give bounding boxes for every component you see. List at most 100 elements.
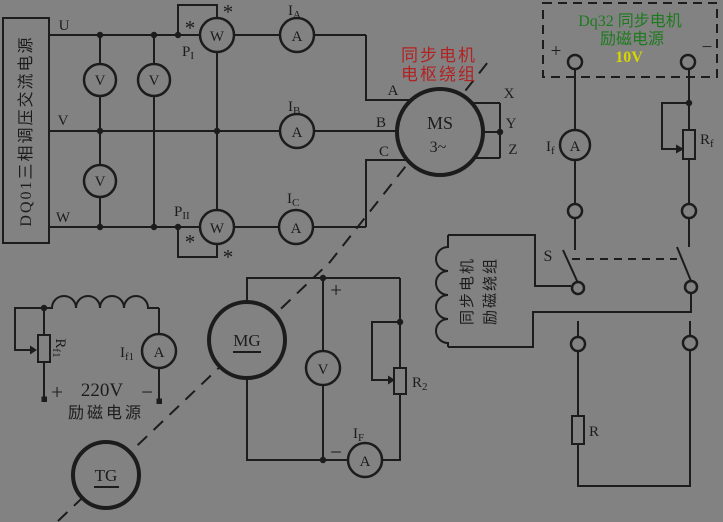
ms-machine: MS 3~ [395,87,485,177]
terminal-x-label: X [504,86,515,102]
rf1-arrow-icon [30,345,37,355]
ac-source-label: DQ01三相调压交流电源 [17,35,35,226]
dc220-plus-terminal [41,396,47,402]
tg-machine: TG [71,440,141,510]
ac-source-box: DQ01三相调压交流电源 [2,17,50,244]
ammeter-letter: A [291,221,302,237]
terminal-a-label: A [388,83,399,99]
right-branch-terminal [680,202,698,220]
polarity-star: * [185,16,196,40]
wire-rf1-tap [14,307,44,351]
ammeter-ifmg-label: IF [353,426,364,444]
mg-minus: − [330,440,342,464]
shaft-coupling-dashed-line [57,56,493,522]
wire-mg-top [246,277,400,302]
r2-arrow-icon [388,375,395,385]
field-winding-label-1: 同步电机 [459,257,476,325]
voltmeter-uv: V [82,62,118,98]
dc220-minus-terminal [156,398,162,404]
ammeter-ib-label: IB [288,99,300,117]
polarity-star: * [185,230,196,254]
wire-right-switch-blade [676,246,692,282]
phase-v-label: V [58,113,69,129]
ammeter-ic: A IC [277,191,315,246]
wire-to-terminal-a [365,35,413,101]
r-loop-terminal-right [681,334,699,352]
ms-armature-label-2: 电枢绕组 [401,65,477,84]
wire-field-winding-top [448,234,571,287]
ammeter-if1-label: If1 [120,345,134,363]
dc220-plus: + [51,380,63,404]
voltmeter-vw: V [82,163,118,199]
junction-dots [40,31,693,464]
ms-name: MS [427,113,453,133]
ammeter-letter: A [360,454,371,470]
dq32-box: Dq32 同步电机 励磁电源 10V + − [542,2,718,78]
ammeter-ib: A IB [278,99,316,150]
ms-armature-label-1: 同步电机 [401,46,477,65]
phase-w-label: W [56,210,71,226]
terminal-c-label: C [379,144,389,160]
resistor-r: R [571,415,599,445]
dq32-plus-terminal [566,53,584,71]
ammeter-letter: A [570,139,581,155]
voltmeter-letter: V [95,73,106,89]
field-winding-label-2: 励磁绕组 [482,257,499,325]
switch-s-label: S [544,248,553,265]
voltmeter-letter: V [149,73,160,89]
mg-machine: MG [207,300,287,380]
wire-r2-tap [371,321,400,381]
terminal-z-label: Z [508,142,517,158]
wattmeter-letter: W [210,221,225,237]
dc220-minus: − [141,380,153,404]
wattmeter-p2: W PII * * [174,204,236,269]
tg-name: TG [95,466,118,485]
phase-u-label: U [59,18,70,34]
left-switch-contact [570,280,586,296]
voltmeter-mg: V [304,349,342,387]
ammeter-if: A If [546,128,592,162]
ms-phase: 3~ [430,139,447,156]
left-branch-terminal [566,202,584,220]
terminal-b-label: B [376,115,386,131]
mg-plus: + [330,278,342,302]
wattmeter-p2-label: PII [174,204,190,222]
dc220-voltage: 220V [81,380,124,401]
rheostat-rf-label: Rf [700,132,714,150]
dq32-subtitle: 励磁电源 [600,30,664,48]
dq32-title: Dq32 同步电机 [578,12,682,30]
rheostat-rf1-label: Rf1 [50,338,68,357]
voltmeter-letter: V [95,174,106,190]
wire-rf-tap [661,102,689,150]
ammeter-letter: A [154,345,165,361]
rf-arrow-icon [676,144,684,154]
dq32-minus: − [702,37,713,58]
rheostat-r2: R2 [393,367,428,395]
wattmeter-p1-label: PI [182,44,194,62]
wire-field-winding-bottom [448,294,692,348]
ammeter-if1: A If1 [120,332,178,370]
dq32-minus-terminal [679,53,697,71]
voltmeter-uw: V [136,62,172,98]
rheostat-r2-label: R2 [412,375,428,393]
polarity-star: * [223,245,234,269]
resistor-r-label: R [589,424,599,440]
terminal-y-label: Y [506,116,517,132]
ammeter-if-label: If [546,139,555,157]
dq32-voltage: 10V [615,49,643,66]
rheostat-rf: Rf [682,129,714,160]
wattmeter-letter: W [210,29,225,45]
wire-ms-star-point [471,102,501,159]
polarity-star: * [223,0,234,24]
mg-name: MG [233,331,260,350]
ammeter-ifmg: A IF [346,426,384,479]
ammeter-ia-label: IA [288,3,301,21]
dc220-label: 励磁电源 [68,404,144,422]
field-winding-coil [435,235,449,347]
mg-field-coil [44,295,159,309]
ac-source-box-frame [2,17,50,244]
dq32-box-frame [542,2,718,78]
